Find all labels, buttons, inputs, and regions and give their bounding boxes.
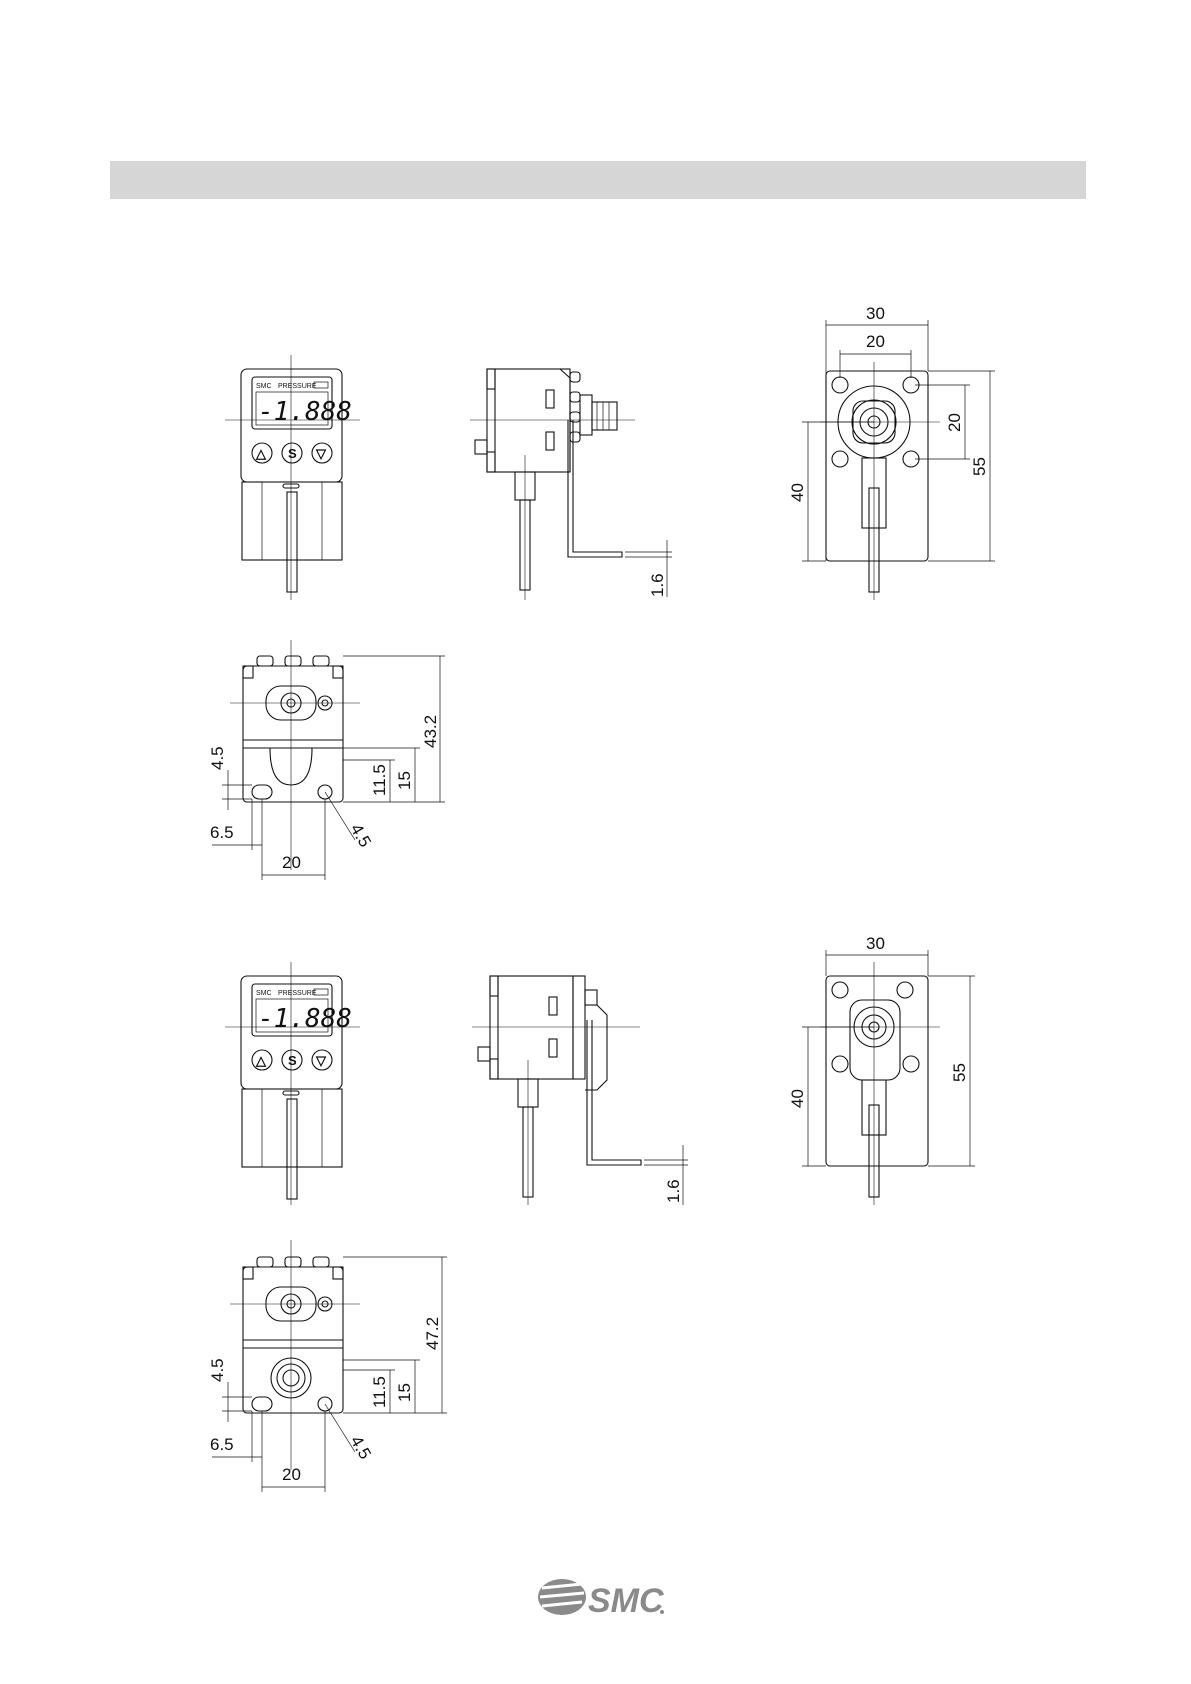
dim-rear-2-height-lower: 40 [788,1089,807,1108]
dim-rear-1-height-inner: 20 [945,413,964,432]
dim-bottom-1-height: 43.2 [421,715,440,748]
dim-bottom-1-slot-offset: 4.5 [208,746,227,770]
dim-rear-1-height-lower: 40 [788,483,807,502]
front-button-up: △ [255,446,267,461]
dim-bottom-1-left: 6.5 [210,823,234,842]
front-smc-label: SMC [256,383,272,390]
dim-bottom-1-hole: 4.5 [347,821,375,851]
front-view-1: SMC PRESSURE -1.888 △ S ▽ [225,355,360,600]
front-2-smc-label: SMC [256,990,272,997]
rear-view-1: 30 20 20 55 40 [788,304,995,600]
dim-bottom-2-pitch: 20 [282,1465,301,1484]
front-button-set: S [288,446,297,461]
front-2-button-up: △ [255,1053,267,1068]
dim-bottom-1-mid-1: 11.5 [370,764,389,796]
bottom-view-1: 43.2 15 11.5 4.5 4.5 6.5 20 [208,640,445,880]
dim-bottom-1-mid-2: 15 [395,771,414,790]
dim-rear-1-height-total: 55 [970,457,989,476]
front-2-display-value: -1.888 [258,1004,352,1034]
dim-rear-2-width-outer: 30 [866,934,885,953]
dim-bottom-2-height: 47.2 [423,1317,442,1350]
front-2-button-set: S [288,1053,297,1068]
dim-side-2-thickness: 1.6 [664,1179,683,1203]
side-view-1: 1.6 [470,369,672,600]
dim-bottom-2-mid-1: 11.5 [370,1376,389,1408]
front-2-pressure-label: PRESSURE [278,990,317,997]
rear-view-2: 30 55 40 [788,934,975,1205]
side-view-2: 1.6 [472,976,688,1205]
dim-bottom-2-slot-offset: 4.5 [208,1358,227,1382]
smc-logo: SMC [538,1579,664,1620]
front-pressure-label: PRESSURE [278,383,317,390]
front-2-button-down: ▽ [315,1053,327,1068]
front-display-value: -1.888 [258,397,352,427]
dim-rear-2-height-total: 55 [950,1063,969,1082]
dim-bottom-1-pitch: 20 [282,853,301,872]
footer-logo-text: SMC [588,1582,664,1620]
dim-rear-1-width-inner: 20 [866,332,885,351]
front-button-down: ▽ [315,446,327,461]
dim-bottom-2-left: 6.5 [210,1435,234,1454]
dim-bottom-2-hole: 4.5 [347,1433,375,1463]
dim-side-1-thickness: 1.6 [648,573,667,597]
smc-logo-icon [538,1579,586,1615]
bottom-view-2: 47.2 15 11.5 4.5 4.5 6.5 20 [208,1240,447,1492]
front-view-2: SMC PRESSURE -1.888 △ S ▽ [225,962,360,1205]
dim-bottom-2-mid-2: 15 [395,1383,414,1402]
dim-rear-1-width-outer: 30 [866,304,885,323]
